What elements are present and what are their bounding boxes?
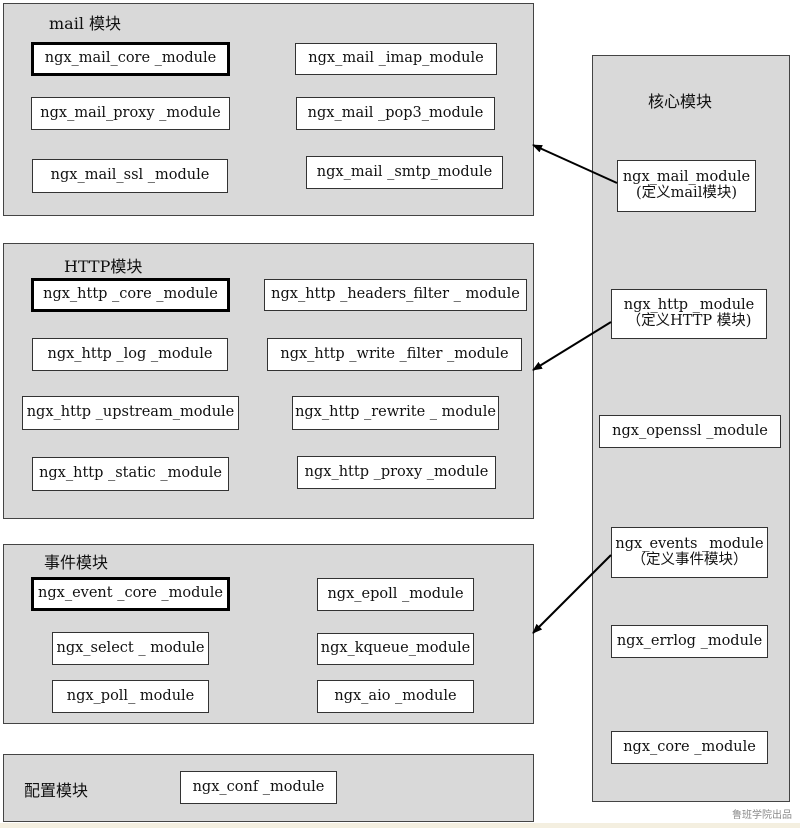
module-ngx-errlog-name: ngx_errlog _module [616, 632, 763, 649]
module-ngx-mail-pop3[interactable]: ngx_mail _pop3_module [296, 97, 495, 130]
module-ngx-http-module[interactable]: ngx_http _module （定义HTTP 模块) [611, 289, 767, 339]
module-ngx-http-core[interactable]: ngx_http _core _module [31, 278, 230, 312]
module-ngx-http-module-name: ngx_http _module [623, 297, 755, 314]
module-ngx-errlog[interactable]: ngx_errlog _module [611, 625, 768, 658]
module-ngx-epoll[interactable]: ngx_epoll _module [317, 578, 474, 611]
module-ngx-openssl-name: ngx_openssl _module [612, 422, 768, 439]
core-group-label: 核心模块 [648, 92, 713, 111]
module-ngx-http-proxy[interactable]: ngx_http _proxy _module [297, 456, 496, 489]
module-ngx-mail-imap[interactable]: ngx_mail _imap_module [295, 43, 497, 75]
conf-group-label: 配置模块 [24, 781, 89, 800]
module-ngx-events-module-desc: （定义事件模块） [631, 551, 748, 568]
module-ngx-core[interactable]: ngx_core _module [611, 731, 768, 764]
mail-group-label: mail 模块 [49, 14, 122, 33]
module-ngx-openssl[interactable]: ngx_openssl _module [599, 415, 781, 448]
module-ngx-aio[interactable]: ngx_aio _module [317, 680, 474, 713]
http-group-label: HTTP模块 [64, 257, 143, 276]
module-ngx-mail-core[interactable]: ngx_mail_core _module [31, 42, 230, 76]
module-ngx-kqueue[interactable]: ngx_kqueue_module [317, 633, 474, 665]
module-ngx-select[interactable]: ngx_select _ module [52, 632, 209, 665]
module-ngx-mail-proxy[interactable]: ngx_mail_proxy _module [31, 97, 230, 130]
module-ngx-http-log[interactable]: ngx_http _log _module [32, 338, 228, 371]
module-ngx-mail-module-name: ngx_mail_module [622, 169, 751, 186]
module-ngx-http-upstream[interactable]: ngx_http _upstream_module [22, 396, 239, 430]
module-ngx-http-headers-filter[interactable]: ngx_http _headers_filter _ module [264, 279, 527, 311]
module-ngx-conf[interactable]: ngx_conf _module [180, 771, 337, 804]
module-ngx-http-rewrite[interactable]: ngx_http _rewrite _ module [292, 396, 499, 430]
module-ngx-poll[interactable]: ngx_poll_ module [52, 680, 209, 713]
module-ngx-core-name: ngx_core _module [623, 738, 756, 755]
module-ngx-mail-smtp[interactable]: ngx_mail _smtp_module [306, 156, 503, 189]
module-ngx-mail-module-desc: (定义mail模块) [636, 185, 737, 201]
module-ngx-event-core[interactable]: ngx_event _core _module [31, 577, 230, 611]
module-ngx-mail-ssl[interactable]: ngx_mail_ssl _module [32, 159, 228, 193]
module-ngx-events-module-name: ngx_events _module [615, 535, 764, 552]
module-ngx-events-module[interactable]: ngx_events _module （定义事件模块） [611, 527, 768, 578]
watermark: 鲁班学院出品 [732, 810, 792, 821]
module-ngx-http-static[interactable]: ngx_http _static _module [32, 457, 229, 491]
footer-band [0, 823, 800, 828]
event-group-label: 事件模块 [44, 553, 109, 572]
module-ngx-mail-module[interactable]: ngx_mail_module (定义mail模块) [617, 160, 756, 212]
module-ngx-http-write-filter[interactable]: ngx_http _write _filter _module [267, 338, 522, 371]
module-ngx-http-module-desc: （定义HTTP 模块) [626, 313, 752, 329]
